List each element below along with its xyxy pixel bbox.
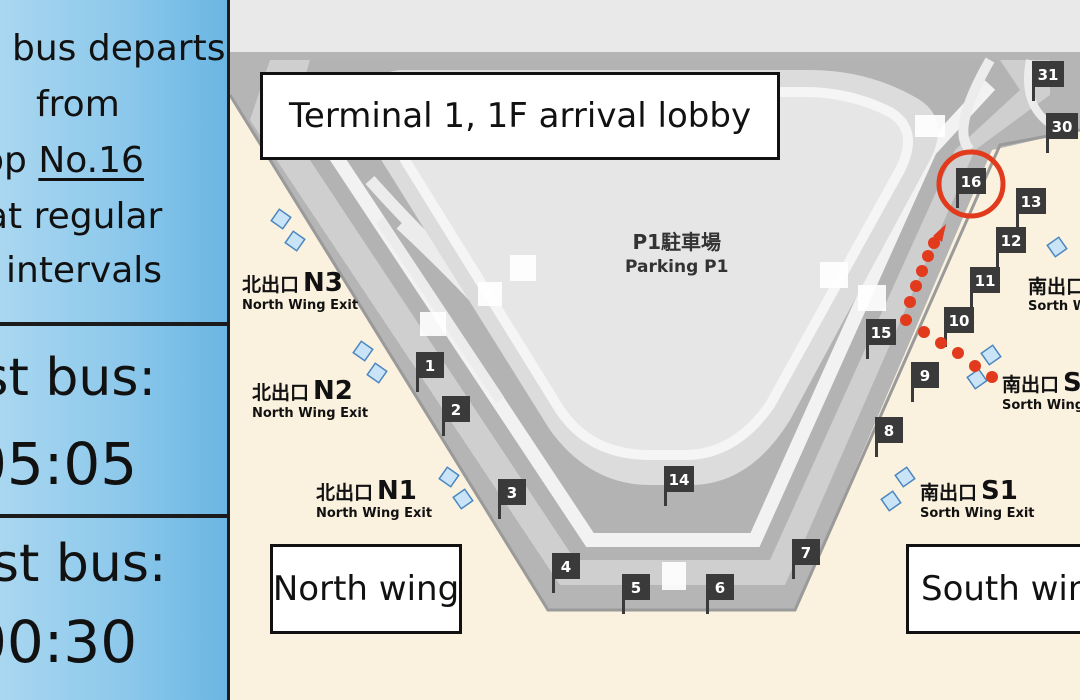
- bus-stop-2: 2: [442, 396, 470, 436]
- bus-stop-13: 13: [1016, 188, 1046, 228]
- bus-stop-7: 7: [792, 539, 820, 579]
- svg-text:5: 5: [631, 579, 641, 597]
- bus-stop-14: 14: [664, 466, 694, 506]
- bus-stop-15: 15: [866, 319, 896, 359]
- departs-line-4: at regular: [0, 196, 163, 237]
- svg-text:6: 6: [715, 579, 725, 597]
- last-bus-label: ast bus:: [0, 534, 167, 594]
- panel-divider: [0, 514, 227, 518]
- exit-s2-jp: 南出口: [1002, 374, 1060, 396]
- parking-label-jp: P1駐車場: [632, 230, 722, 254]
- svg-text:30: 30: [1052, 118, 1073, 136]
- bus-stop-11: 11: [970, 267, 1000, 307]
- departure-info-box: bus departs from op No.16 at regular int…: [0, 0, 227, 322]
- svg-text:9: 9: [920, 367, 930, 385]
- south-wing-label: South wing: [906, 544, 1080, 634]
- exit-s2-code: S: [1063, 368, 1080, 398]
- exit-s1-en: Sorth Wing Exit: [920, 506, 1035, 521]
- svg-text:10: 10: [949, 312, 970, 330]
- bus-stop-30: 30: [1046, 113, 1078, 153]
- svg-text:12: 12: [1001, 232, 1022, 250]
- exit-s3-en: Sorth W: [1028, 299, 1080, 314]
- bus-stop-5: 5: [622, 574, 650, 614]
- exit-s1-code: S1: [981, 476, 1018, 506]
- info-panel: bus departs from op No.16 at regular int…: [0, 0, 230, 700]
- bus-stop-1-label: 1: [425, 357, 435, 375]
- exit-n1-en: North Wing Exit: [316, 506, 433, 521]
- map-drawing: 1 2 3 4 5 6 7 8 9 10 11 12 13 14 15 16 3…: [230, 0, 1080, 700]
- exit-n1-code: N1: [377, 476, 417, 506]
- bus-stop-8: 8: [875, 417, 903, 457]
- parking-label-en: Parking P1: [625, 257, 729, 277]
- svg-text:15: 15: [871, 324, 892, 342]
- exit-s3: 南出口 Sorth W: [1028, 272, 1080, 314]
- svg-text:14: 14: [669, 471, 690, 489]
- bus-stop-3: 3: [498, 479, 526, 519]
- svg-text:2: 2: [451, 401, 461, 419]
- svg-text:31: 31: [1038, 66, 1059, 84]
- terminal-map: 1 2 3 4 5 6 7 8 9 10 11 12 13 14 15 16 3…: [230, 0, 1080, 700]
- highlight-circle: [936, 149, 1006, 219]
- map-title: Terminal 1, 1F arrival lobby: [260, 72, 780, 160]
- departs-stop-number: No.16: [38, 140, 144, 181]
- first-bus-box: rst bus: 05:05: [0, 326, 227, 514]
- exit-s3-jp: 南出口: [1028, 276, 1080, 298]
- first-bus-time: 05:05: [0, 430, 138, 498]
- first-bus-label: rst bus:: [0, 348, 156, 408]
- bus-stop-6: 6: [706, 574, 734, 614]
- departs-line-2: from: [36, 84, 120, 125]
- svg-text:13: 13: [1021, 193, 1042, 211]
- exit-n2-en: North Wing Exit: [252, 406, 369, 421]
- bus-stop-12: 12: [996, 227, 1026, 267]
- bus-stop-16: 16: [956, 168, 986, 208]
- svg-text:3: 3: [507, 484, 517, 502]
- last-bus-time: 00:30: [0, 608, 138, 676]
- exit-n3-code: N3: [303, 268, 343, 298]
- departs-stop-prefix: op: [0, 140, 27, 181]
- departs-line-3: op No.16: [0, 140, 144, 181]
- departs-line-1: bus departs: [12, 28, 226, 69]
- parking-label: P1駐車場 Parking P1: [625, 226, 728, 277]
- bus-stop-31: 31: [1032, 61, 1064, 101]
- walking-route: [900, 224, 998, 383]
- exit-n2-jp: 北出口: [252, 382, 310, 404]
- exit-n3-jp: 北出口: [242, 274, 300, 296]
- svg-text:16: 16: [961, 173, 982, 191]
- bus-stop-9: 9: [911, 362, 939, 402]
- north-wing-label: North wing: [270, 544, 462, 634]
- exit-n2-code: N2: [313, 376, 353, 406]
- last-bus-box: ast bus: 00:30: [0, 518, 227, 700]
- exit-n3-en: North Wing Exit: [242, 298, 359, 313]
- svg-text:4: 4: [561, 558, 571, 576]
- svg-text:7: 7: [801, 544, 811, 562]
- departs-line-5: intervals: [6, 250, 163, 291]
- bus-stop-4: 4: [552, 553, 580, 593]
- exit-s2-en: Sorth Wing: [1002, 398, 1080, 413]
- svg-text:8: 8: [884, 422, 894, 440]
- bus-stop-10: 10: [944, 307, 974, 347]
- bus-stops: 1 2 3 4 5 6 7 8 9 10 11 12 13 14 15 16 3…: [416, 61, 1078, 614]
- panel-divider: [0, 322, 227, 326]
- exit-s1-jp: 南出口: [920, 482, 978, 504]
- exit-n1-jp: 北出口: [316, 482, 374, 504]
- bus-stop-1: 1: [416, 352, 444, 392]
- svg-text:11: 11: [975, 272, 996, 290]
